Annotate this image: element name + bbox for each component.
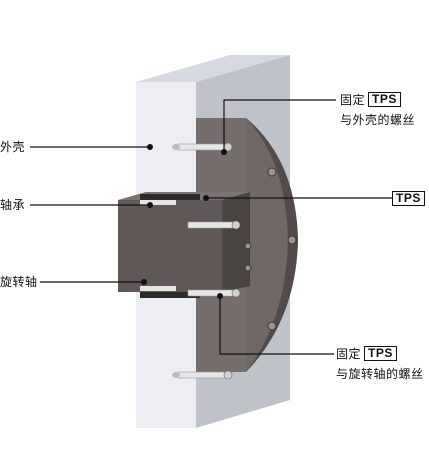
hub-bolt-1: [244, 242, 252, 250]
tps-shaft-screw-text: 与旋转轴的螺丝: [336, 367, 424, 381]
bearing-screw-upper: [140, 200, 176, 205]
tps-badge-lower: TPS: [364, 346, 397, 361]
housing-top: [136, 55, 290, 82]
fix-prefix-lower: 固定: [336, 346, 362, 361]
label-housing: 外壳: [0, 140, 26, 154]
line-housing-screw: [223, 99, 336, 152]
shaft-end: [222, 192, 250, 292]
shaft-screw-lower: [187, 288, 241, 298]
bearing-upper: [140, 194, 200, 200]
tps-badge: TPS: [392, 191, 425, 206]
bearing-lower: [140, 292, 200, 298]
housing-hole-1: [172, 144, 180, 150]
tps-housing-screw-text: 与外壳的螺丝: [340, 113, 416, 127]
shaft-front: [118, 200, 222, 292]
label-tps-main: TPS: [392, 191, 425, 206]
shaft-screw-upper: [187, 220, 241, 230]
bearing-screw-lower: [140, 286, 176, 291]
rim-bolt-2: [287, 235, 297, 245]
line-shaft-screw: [219, 296, 334, 355]
tps-disc-rim: [246, 118, 298, 372]
hub-bolt-2: [244, 264, 252, 272]
tps-badge-upper: TPS: [368, 92, 401, 107]
label-tps-shaft-screw: 固定 TPS 与旋转轴的螺丝: [336, 346, 424, 381]
housing-hole-2: [172, 372, 180, 378]
housing-lower-front: [136, 300, 196, 428]
rim-bolt-1: [267, 167, 277, 177]
label-rotating-shaft: 旋转轴: [0, 275, 38, 289]
fix-prefix-upper: 固定: [340, 92, 366, 107]
label-bearing: 轴承: [0, 198, 26, 212]
label-tps-housing-screw: 固定 TPS 与外壳的螺丝: [340, 92, 415, 127]
rim-bolt-3: [267, 321, 277, 331]
housing-screw-lower: [177, 370, 233, 380]
